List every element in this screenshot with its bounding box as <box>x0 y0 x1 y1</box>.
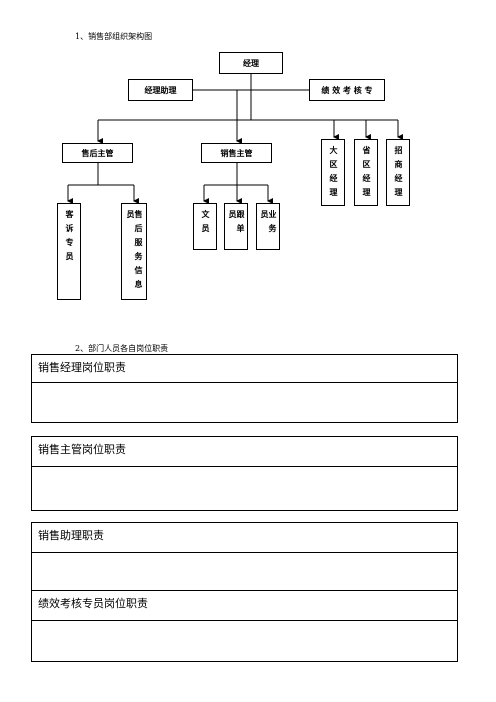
duty-sales-assistant-and-performance: 销售助理职责 绩效考核专员岗位职责 <box>31 522 458 662</box>
org-complaint-staff: 客诉专员 <box>57 203 81 300</box>
org-manager: 经理 <box>219 52 283 74</box>
org-recruit-manager-label: 招商经理 <box>394 146 403 202</box>
duty-sales-supervisor: 销售主管岗位职责 <box>31 436 458 511</box>
section2-heading: 2、部门人员各自岗位职责 <box>75 344 169 353</box>
duty-sales-assistant-body <box>32 553 457 591</box>
org-region-manager: 大区经理 <box>321 139 345 206</box>
org-clerk-label: 文员 <box>201 210 210 238</box>
org-province-manager: 省区经理 <box>354 139 378 206</box>
duty-performance-title: 绩效考核专员岗位职责 <box>32 591 457 621</box>
org-follow-order-staff-label: 跟单员 <box>228 210 245 238</box>
org-complaint-staff-label: 客诉专员 <box>65 210 74 266</box>
duty-sales-manager: 销售经理岗位职责 <box>31 354 458 423</box>
org-salesman: 业务员 <box>256 203 280 250</box>
org-province-manager-label: 省区经理 <box>362 146 371 202</box>
org-region-manager-label: 大区经理 <box>329 146 338 202</box>
duty-sales-assistant-title: 销售助理职责 <box>32 523 457 553</box>
duty-sales-supervisor-title: 销售主管岗位职责 <box>32 437 457 467</box>
org-recruit-manager: 招商经理 <box>386 139 410 206</box>
org-after-sales-supervisor: 售后主管 <box>62 143 133 163</box>
section1-heading: 1、销售部组织架构图 <box>75 32 153 41</box>
org-clerk: 文员 <box>193 203 217 250</box>
org-after-sales-info-staff-label: 售后服务信息员 <box>126 210 143 294</box>
org-assistant: 经理助理 <box>128 79 193 101</box>
org-sales-supervisor: 销售主管 <box>201 143 272 163</box>
org-after-sales-info-staff: 售后服务信息员 <box>121 203 147 300</box>
org-performance: 绩 效 考 核 专 <box>309 79 385 101</box>
org-salesman-label: 业务员 <box>260 210 277 238</box>
duty-sales-manager-title: 销售经理岗位职责 <box>32 355 457 383</box>
org-follow-order-staff: 跟单员 <box>224 203 248 250</box>
